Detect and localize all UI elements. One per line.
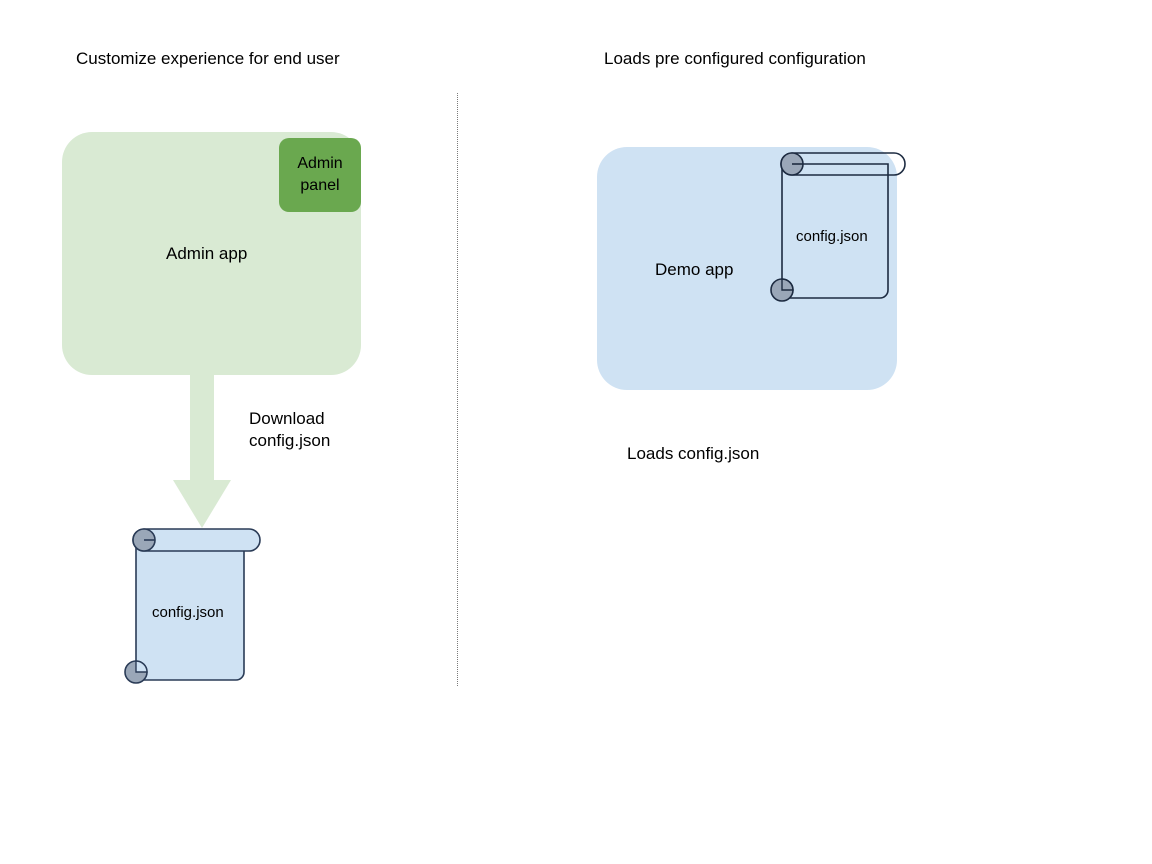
demo-app-box (597, 147, 897, 390)
download-arrow-label: Download config.json (249, 408, 330, 452)
panel-title-right: Loads pre configured configuration (604, 49, 866, 68)
admin-panel-chip-line2: panel (300, 177, 340, 194)
download-arrow-label-line2: config.json (249, 431, 331, 450)
admin-panel-chip-line1: Admin (297, 155, 343, 172)
config-json-document-right (770, 152, 906, 302)
panel-title-left: Customize experience for end user (76, 49, 340, 68)
loads-config-caption: Loads config.json (627, 444, 760, 463)
demo-app-label: Demo app (655, 260, 734, 279)
admin-app-label: Admin app (166, 244, 248, 263)
panel-divider (457, 93, 458, 686)
admin-panel-chip[interactable]: Admin panel (279, 138, 361, 212)
download-arrow-label-line1: Download (249, 409, 325, 428)
config-json-document-left (124, 528, 261, 684)
config-json-label-right: config.json (796, 228, 868, 245)
download-arrow-icon (173, 368, 231, 528)
config-json-label-left: config.json (152, 604, 224, 621)
